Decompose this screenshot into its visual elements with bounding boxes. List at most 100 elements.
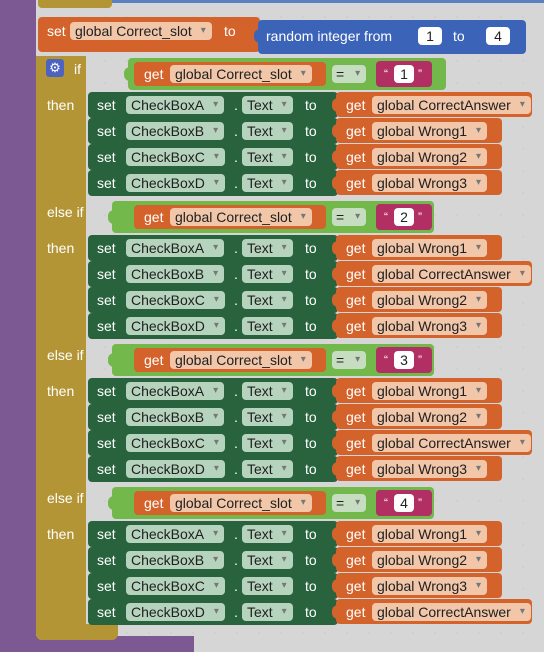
if-label: else if [47, 347, 84, 363]
variable-dropdown-correct-slot[interactable]: global Correct_slot [170, 494, 312, 512]
variable-dropdown[interactable]: global CorrectAnswer [372, 265, 531, 283]
variable-dropdown[interactable]: global Wrong1 [372, 525, 488, 543]
text-value-input[interactable]: 1 [394, 65, 414, 83]
property-dropdown[interactable]: Text [242, 434, 293, 452]
variable-dropdown[interactable]: global CorrectAnswer [372, 434, 531, 452]
compare-operator-dropdown[interactable]: = [332, 351, 367, 369]
component-dropdown[interactable]: CheckBoxC [126, 434, 225, 452]
variable-dropdown[interactable]: global Wrong1 [372, 382, 488, 400]
mutator-gear-icon[interactable]: ⚙ [46, 59, 64, 77]
random-integer-block[interactable] [258, 20, 526, 54]
text-value-input[interactable]: 3 [394, 351, 414, 369]
variable-dropdown-correct-slot[interactable]: global Correct_slot [170, 65, 312, 83]
component-dropdown[interactable]: CheckBoxA [126, 96, 225, 114]
condition-notch [108, 210, 114, 224]
set-label: set [97, 123, 116, 139]
variable-dropdown[interactable]: global CorrectAnswer [372, 603, 531, 621]
variable-dropdown[interactable]: global Wrong2 [372, 148, 488, 166]
compare-operator-dropdown[interactable]: = [332, 494, 367, 512]
to-label: to [305, 266, 317, 282]
variable-dropdown[interactable]: global Wrong3 [372, 577, 488, 595]
variable-dropdown[interactable]: global Wrong3 [372, 174, 488, 192]
property-dropdown[interactable]: Text [242, 551, 293, 569]
variable-dropdown[interactable]: global Wrong2 [372, 291, 488, 309]
then-label: then [47, 526, 75, 542]
component-dropdown[interactable]: CheckBoxB [126, 265, 225, 283]
variable-dropdown[interactable]: global Wrong1 [372, 239, 488, 257]
if-block-spine[interactable] [36, 56, 86, 640]
property-dropdown[interactable]: Text [242, 603, 293, 621]
get-label: get [346, 578, 366, 594]
to-label: to [305, 461, 317, 477]
condition-notch [124, 67, 130, 81]
variable-dropdown[interactable]: global Wrong2 [372, 551, 488, 569]
variable-dropdown-correct-slot[interactable]: global Correct_slot [170, 351, 312, 369]
component-dropdown[interactable]: CheckBoxB [126, 408, 225, 426]
to-label: to [305, 149, 317, 165]
set-label: set [97, 604, 116, 620]
random-from-input[interactable]: 1 [418, 27, 442, 45]
property-dropdown[interactable]: Text [242, 382, 293, 400]
text-value-input[interactable]: 2 [394, 208, 414, 226]
dot-separator: . [234, 461, 238, 477]
property-dropdown[interactable]: Text [242, 265, 293, 283]
to-label: to [305, 318, 317, 334]
component-dropdown[interactable]: CheckBoxA [126, 525, 225, 543]
property-dropdown[interactable]: Text [242, 122, 293, 140]
component-dropdown[interactable]: CheckBoxD [126, 603, 225, 621]
dot-separator: . [234, 292, 238, 308]
text-value-input[interactable]: 4 [394, 494, 414, 512]
component-dropdown[interactable]: CheckBoxB [126, 122, 225, 140]
value-socket-notch [332, 293, 338, 307]
get-label: get [346, 526, 366, 542]
component-dropdown[interactable]: CheckBoxD [126, 460, 225, 478]
property-dropdown[interactable]: Text [242, 148, 293, 166]
dot-separator: . [234, 435, 238, 451]
random-to-input[interactable]: 4 [486, 27, 510, 45]
compare-operator-dropdown[interactable]: = [332, 65, 367, 83]
set-label: set [97, 526, 116, 542]
variable-dropdown[interactable]: global Wrong3 [372, 460, 488, 478]
variable-dropdown-correct-slot[interactable]: global Correct_slot [170, 208, 312, 226]
component-dropdown[interactable]: CheckBoxC [126, 577, 225, 595]
dot-separator: . [234, 175, 238, 191]
compare-operator-dropdown[interactable]: = [332, 208, 367, 226]
property-dropdown[interactable]: Text [242, 239, 293, 257]
set-label: set [97, 318, 116, 334]
component-dropdown[interactable]: CheckBoxC [126, 148, 225, 166]
value-socket-notch [332, 267, 338, 281]
component-dropdown[interactable]: CheckBoxC [126, 291, 225, 309]
condition-notch [108, 496, 114, 510]
component-dropdown[interactable]: CheckBoxD [126, 174, 225, 192]
component-dropdown[interactable]: CheckBoxB [126, 551, 225, 569]
set-label: set [97, 552, 116, 568]
property-dropdown[interactable]: Text [242, 525, 293, 543]
variable-dropdown[interactable]: global CorrectAnswer [372, 96, 531, 114]
value-socket-notch [332, 579, 338, 593]
dot-separator: . [234, 149, 238, 165]
variable-dropdown[interactable]: global Wrong3 [372, 317, 488, 335]
property-dropdown[interactable]: Text [242, 408, 293, 426]
property-dropdown[interactable]: Text [242, 291, 293, 309]
to-label: to [305, 123, 317, 139]
condition-notch [108, 353, 114, 367]
component-dropdown[interactable]: CheckBoxD [126, 317, 225, 335]
to-label: to [305, 578, 317, 594]
variable-dropdown[interactable]: global Wrong1 [372, 122, 488, 140]
property-dropdown[interactable]: Text [242, 577, 293, 595]
procedure-block-bottom[interactable] [0, 636, 194, 652]
property-dropdown[interactable]: Text [242, 96, 293, 114]
procedure-block-left-bar[interactable] [0, 0, 36, 652]
component-dropdown[interactable]: CheckBoxA [126, 382, 225, 400]
property-dropdown[interactable]: Text [242, 174, 293, 192]
variable-dropdown-correct-slot[interactable]: global Correct_slot [70, 22, 212, 40]
get-label: get [346, 149, 366, 165]
property-dropdown[interactable]: Text [242, 460, 293, 478]
if-block-bottom[interactable] [36, 624, 118, 640]
dot-separator: . [234, 266, 238, 282]
property-dropdown[interactable]: Text [242, 317, 293, 335]
variable-dropdown[interactable]: global Wrong2 [372, 408, 488, 426]
set-label: set [97, 461, 116, 477]
component-dropdown[interactable]: CheckBoxA [126, 239, 225, 257]
close-quote-icon: ” [418, 210, 422, 224]
